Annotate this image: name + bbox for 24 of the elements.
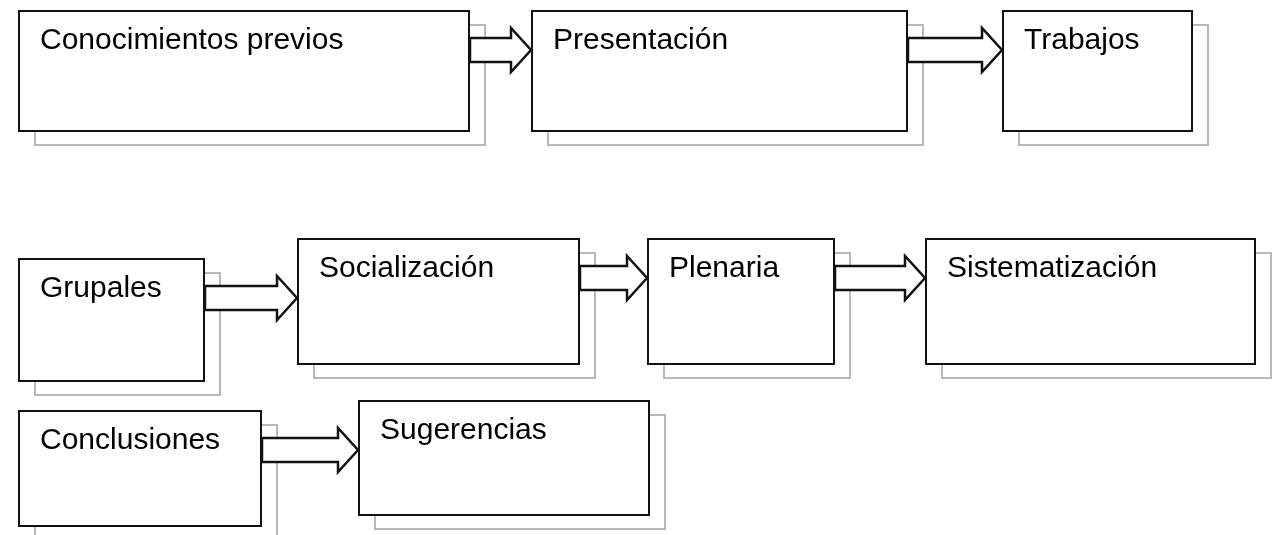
process-box <box>18 10 470 132</box>
step-label: Conclusiones <box>40 422 222 456</box>
block-arrow <box>906 24 1004 76</box>
step-label: Socialización <box>319 250 496 284</box>
process-box <box>647 238 835 365</box>
process-box <box>297 238 580 365</box>
block-arrow <box>578 252 649 304</box>
step-label: Sugerencias <box>380 412 548 446</box>
block-arrow <box>833 252 927 304</box>
step-label: Grupales <box>40 270 163 304</box>
block-arrow <box>203 272 299 324</box>
step-label: Trabajos <box>1024 22 1141 56</box>
process-box <box>358 400 650 516</box>
process-box <box>18 410 262 527</box>
step-label: Presentación <box>553 22 730 56</box>
block-arrow <box>468 24 533 76</box>
block-arrow <box>260 424 360 476</box>
process-box <box>925 238 1256 365</box>
process-box <box>531 10 908 132</box>
step-label: Sistematización <box>947 250 1159 284</box>
step-label: Conocimientos previos <box>40 22 345 56</box>
step-label: Plenaria <box>669 250 781 284</box>
process-box <box>18 258 205 382</box>
process-box <box>1002 10 1193 132</box>
